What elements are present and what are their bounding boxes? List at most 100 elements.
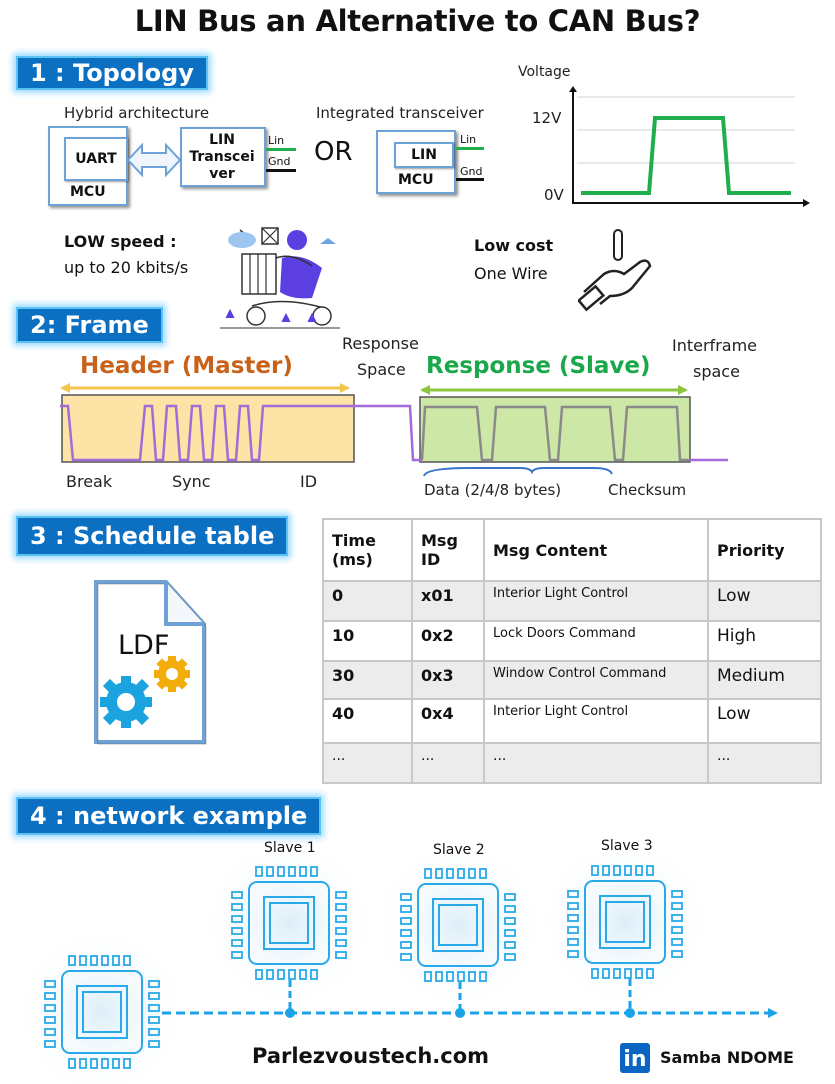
schedule-table: Time (ms) Msg ID Msg Content Priority 0 … — [322, 518, 822, 784]
section-banner-topology: 1 : Topology — [16, 56, 208, 90]
hybrid-mcu-label: MCU — [70, 184, 106, 200]
slave-1-chip-icon — [198, 855, 380, 1014]
column-header-msg-content: Msg Content — [483, 518, 709, 582]
slave-3-chip-icon — [534, 855, 716, 1013]
arrow-left-icon — [60, 383, 70, 393]
cell-msg-id: ... — [411, 742, 485, 784]
x-axis-arrow-icon — [803, 199, 810, 207]
hybrid-gnd-wire — [266, 169, 296, 172]
table-row: 0 x01 Interior Light Control Low — [322, 580, 822, 622]
cell-msg-id: 0x3 — [411, 660, 485, 700]
bus-arrow-icon — [768, 1008, 778, 1018]
table-row: 30 0x3 Window Control Command Medium — [322, 660, 822, 700]
voltage-signal-line — [581, 116, 791, 195]
response-signal-line — [420, 405, 690, 462]
column-header-priority: Priority — [707, 518, 822, 582]
column-header-time: Time (ms) — [322, 518, 413, 582]
integrated-mcu-label: MCU — [398, 172, 434, 188]
cell-time: 0 — [322, 580, 413, 622]
cell-priority: Low — [707, 698, 822, 744]
slave-2-chip-icon — [367, 855, 549, 1016]
cell-time: 40 — [322, 698, 413, 744]
integrated-lin-wire-label: Lin — [460, 133, 477, 146]
column-header-time-line2: (ms) — [332, 550, 373, 569]
column-header-msg-id: Msg ID — [411, 518, 485, 582]
cell-priority: Low — [707, 580, 822, 622]
speed-title: LOW speed : — [64, 232, 177, 251]
lin-transceiver-label: LIN Transcei ver — [189, 132, 255, 182]
cell-msg-content: ... — [483, 742, 709, 784]
break-label: Break — [66, 472, 113, 491]
hand-coin-icon — [578, 229, 652, 312]
column-header-time-line1: Time — [332, 531, 376, 550]
voltage-high-label: 12V — [532, 109, 562, 127]
cell-msg-id: x01 — [411, 580, 485, 622]
id-label: ID — [300, 472, 318, 491]
bidirectional-arrow-icon — [126, 142, 182, 178]
checksum-label: Checksum — [608, 481, 687, 499]
data-bytes-label: Data (2/4/8 bytes) — [424, 481, 562, 499]
yellow-gear-icon — [154, 656, 190, 692]
table-row: 10 0x2 Lock Doors Command High — [322, 620, 822, 662]
cell-msg-content: Interior Light Control — [483, 698, 709, 744]
arrow-right-icon — [678, 385, 688, 395]
uart-box: UART — [64, 137, 128, 181]
cell-priority: High — [707, 620, 822, 662]
arrow-left-icon — [420, 385, 430, 395]
response-space-label-line1: Response — [342, 334, 419, 353]
or-label: OR — [314, 137, 353, 167]
interframe-space-label-line2: space — [693, 362, 740, 381]
cost-title: Low cost — [474, 236, 554, 255]
footer-site-link[interactable]: Parlezvoustech.com — [252, 1044, 489, 1068]
cell-priority: Medium — [707, 660, 822, 700]
lin-frame-diagram — [60, 383, 728, 477]
cell-msg-content: Interior Light Control — [483, 580, 709, 622]
integrated-gnd-wire — [456, 178, 484, 181]
cell-time: 30 — [322, 660, 413, 700]
bus-node — [625, 1008, 635, 1018]
blue-gear-icon — [100, 676, 152, 728]
scooter-rider-illustration — [220, 227, 340, 329]
interframe-space-label-line1: Interframe — [672, 336, 757, 355]
voltage-axis-label: Voltage — [518, 64, 571, 80]
section-banner-network: 4 : network example — [16, 797, 322, 835]
network-diagram — [11, 855, 778, 1084]
cost-value: One Wire — [474, 264, 548, 283]
table-row: ... ... ... ... — [322, 742, 822, 784]
y-axis-arrow-icon — [569, 86, 577, 92]
cell-msg-id: 0x4 — [411, 698, 485, 744]
ldf-file-label: LDF — [118, 630, 170, 661]
integrated-lin-wire — [456, 147, 484, 150]
response-slave-title: Response (Slave) — [426, 353, 651, 379]
table-header-row: Time (ms) Msg ID Msg Content Priority — [322, 518, 822, 582]
slave-1-label: Slave 1 — [264, 840, 316, 856]
ldf-file-icon — [94, 580, 207, 745]
page-title: LIN Bus an Alternative to CAN Bus? — [134, 4, 701, 38]
column-header-msg-id-line2: ID — [421, 550, 441, 569]
data-bytes-brace — [423, 467, 613, 477]
header-master-title: Header (Master) — [80, 353, 293, 379]
cell-msg-content: Lock Doors Command — [483, 620, 709, 662]
section-banner-schedule: 3 : Schedule table — [16, 516, 289, 556]
cell-time: 10 — [322, 620, 413, 662]
footer-author[interactable]: Samba NDOME — [660, 1048, 794, 1067]
hybrid-mcu-box: UART MCU — [48, 126, 128, 206]
hybrid-architecture-label: Hybrid architecture — [64, 104, 210, 122]
master-chip-icon — [11, 921, 193, 1084]
integrated-gnd-wire-label: Gnd — [460, 165, 483, 178]
hybrid-gnd-wire-label: Gnd — [268, 155, 291, 168]
header-signal-line — [60, 404, 422, 462]
lin-transceiver-box: LIN Transcei ver — [180, 127, 266, 187]
cell-time: ... — [322, 742, 413, 784]
section-banner-frame: 2: Frame — [16, 307, 163, 343]
voltage-chart — [569, 86, 810, 207]
integrated-transceiver-label: Integrated transceiver — [316, 104, 484, 122]
integrated-mcu-box: LIN MCU — [376, 130, 456, 194]
table-row: 40 0x4 Interior Light Control Low — [322, 698, 822, 744]
slave-2-label: Slave 2 — [433, 842, 485, 858]
slave-3-label: Slave 3 — [601, 838, 653, 854]
bus-node — [285, 1008, 295, 1018]
linkedin-icon[interactable]: in — [620, 1043, 650, 1073]
integrated-lin-box: LIN — [394, 142, 454, 168]
hybrid-lin-wire-label: Lin — [268, 134, 285, 147]
